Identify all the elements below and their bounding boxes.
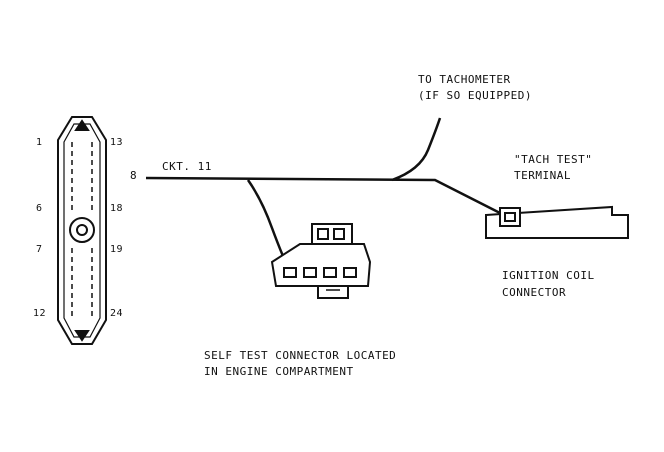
ckt-11-wire <box>145 176 501 215</box>
eca-connector <box>57 116 107 345</box>
pin-1-label: 1 <box>36 137 43 148</box>
pin-24-label: 24 <box>110 308 124 319</box>
tachometer-label-line1: TO TACHOMETER <box>418 73 511 86</box>
self-test-label-line1: SELF TEST CONNECTOR LOCATED <box>204 349 397 362</box>
tachometer-label-line2: (IF SO EQUIPPED) <box>418 89 532 102</box>
pin-8-label: 8 <box>130 169 138 182</box>
pin-13-label: 13 <box>110 137 124 148</box>
pin-6-label: 6 <box>36 203 43 214</box>
self-test-label-line2: IN ENGINE COMPARTMENT <box>204 365 354 378</box>
pin-7-label: 7 <box>36 244 43 255</box>
pin-19-label: 19 <box>110 244 124 255</box>
self-test-connector <box>270 223 372 299</box>
ignition-coil-label-line1: IGNITION COIL <box>502 269 595 282</box>
ignition-coil-label-line2: CONNECTOR <box>502 286 567 299</box>
tach-test-label-line1: "TACH TEST" <box>514 153 593 166</box>
tachometer-wire <box>391 117 442 182</box>
tach-test-label-line2: TERMINAL <box>514 169 571 182</box>
ckt-11-label: CKT. 11 <box>162 160 212 173</box>
ignition-coil-connector <box>485 205 629 239</box>
pin-12-label: 12 <box>33 308 47 319</box>
pin-18-label: 18 <box>110 203 124 214</box>
